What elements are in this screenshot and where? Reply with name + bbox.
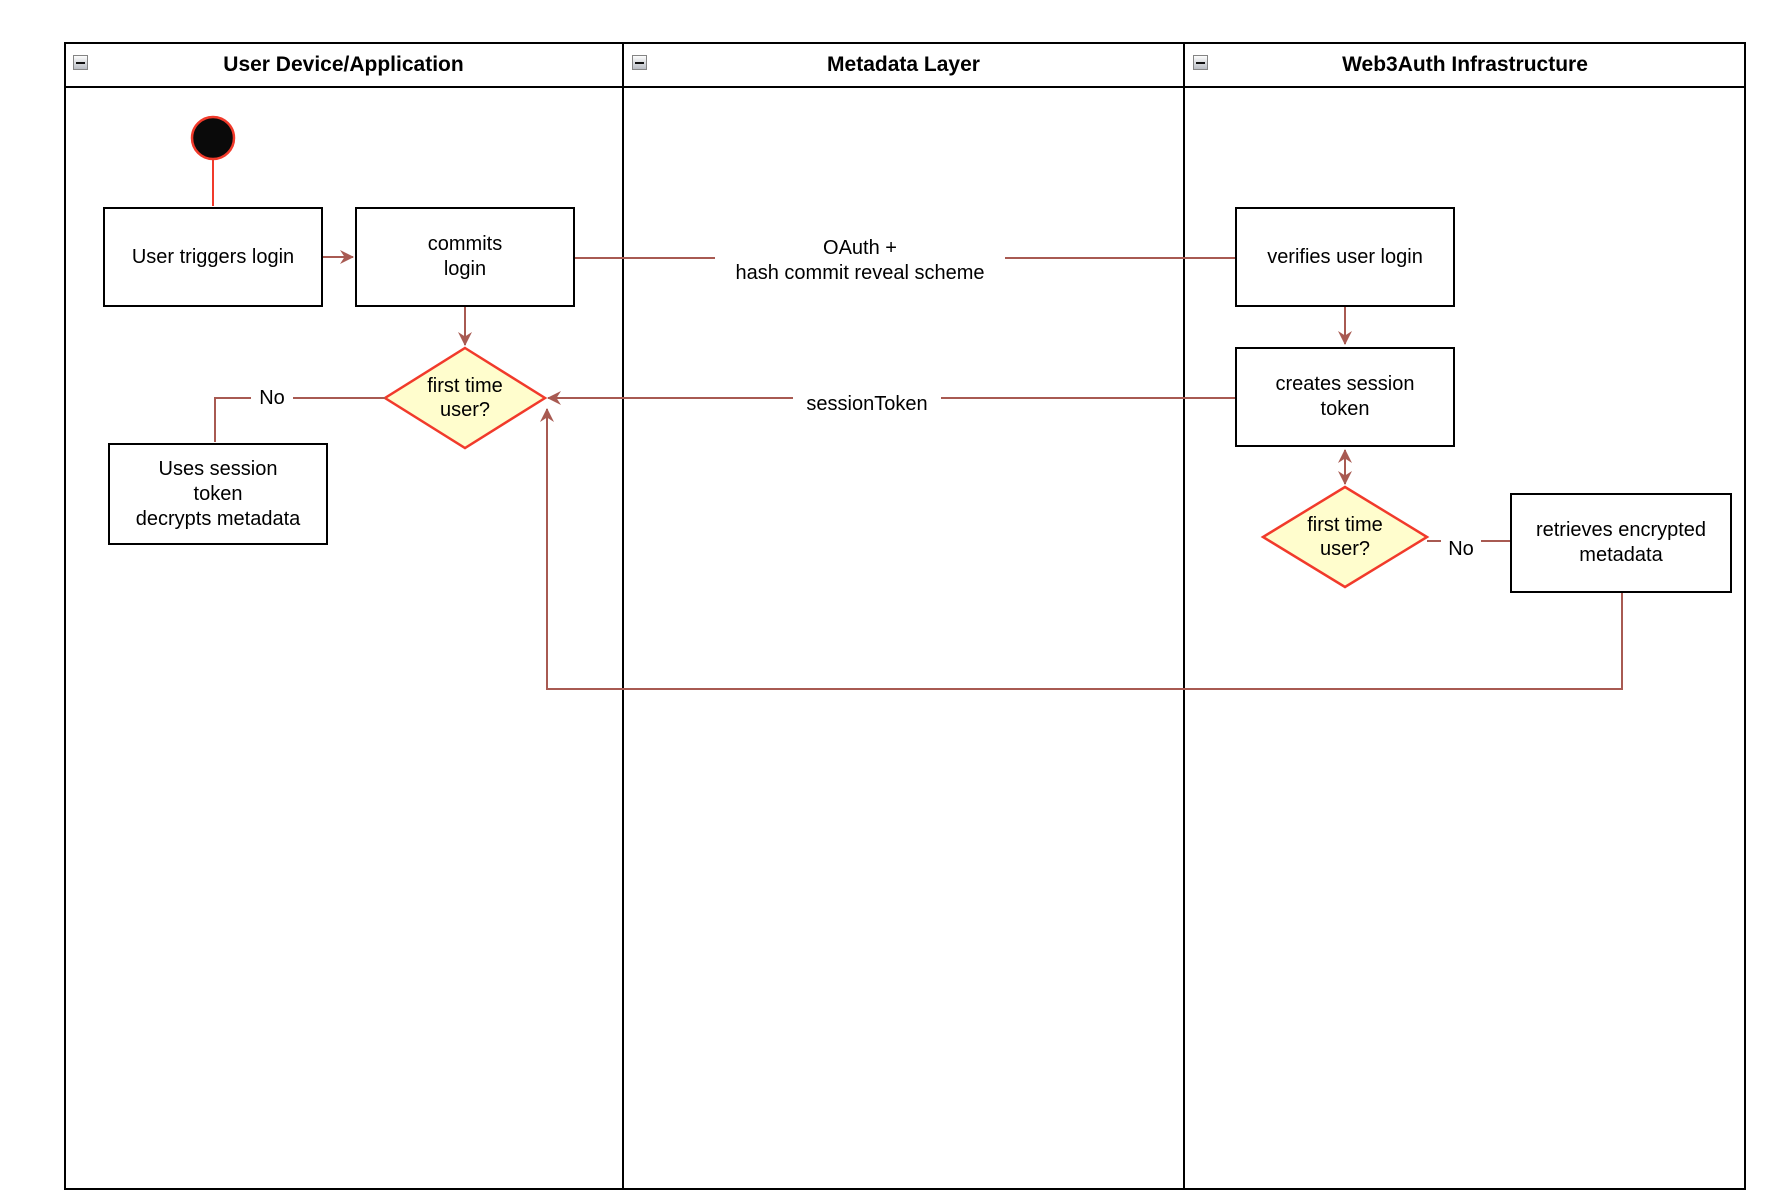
edge-feedback-to-device-decision — [540, 408, 1623, 690]
node-label: token — [1320, 398, 1370, 420]
edge-label-no-infra: No — [1441, 537, 1481, 561]
node-label: retrieves encrypted — [1535, 519, 1707, 541]
node-label: Uses session — [158, 457, 278, 480]
header-separator — [64, 86, 1746, 88]
node-label: commits — [427, 233, 503, 255]
decision-label-line: user? — [1319, 538, 1371, 560]
lane-title-metadata-layer: Metadata Layer — [827, 53, 980, 76]
node-label: decrypts metadata — [135, 507, 301, 530]
action-verifies-user-login[interactable]: verifies user login — [1235, 207, 1455, 307]
lane-header-user-device: User Device/Application — [64, 42, 623, 88]
node-label: creates session — [1275, 373, 1415, 395]
decision-label-line: first time — [1307, 514, 1383, 536]
action-creates-session-token[interactable]: creates session token — [1235, 347, 1455, 447]
node-label: token — [193, 482, 243, 505]
minus-icon — [76, 61, 85, 64]
decision-label-first-time-user-infra: first time user? — [1275, 511, 1415, 563]
action-retrieves-encrypted-metadata[interactable]: retrieves encrypted metadata — [1510, 493, 1732, 593]
node-label: login — [443, 258, 487, 280]
lane-collapse-button[interactable] — [1193, 55, 1208, 70]
lane-title-web3auth: Web3Auth Infrastructure — [1342, 53, 1588, 76]
edge-label-session-token: sessionToken — [793, 391, 941, 417]
lane-header-web3auth: Web3Auth Infrastructure — [1184, 42, 1746, 88]
lane-divider-1 — [622, 42, 624, 1190]
node-label: User triggers login — [131, 245, 295, 268]
lane-collapse-button[interactable] — [73, 55, 88, 70]
decision-first-time-user-infra[interactable] — [1260, 485, 1430, 589]
edge-label-line: OAuth + — [823, 237, 897, 259]
edge-label-line: hash commit reveal scheme — [735, 262, 985, 284]
lane-divider-2 — [1183, 42, 1185, 1190]
decision-first-time-user-device[interactable] — [382, 346, 548, 450]
diagram-frame — [64, 42, 1746, 1190]
edge-label-no-device: No — [251, 386, 293, 410]
node-label: verifies user login — [1267, 245, 1423, 268]
node-label: metadata — [1579, 544, 1663, 566]
minus-icon — [635, 61, 644, 64]
lane-title-user-device: User Device/Application — [223, 53, 464, 76]
lane-header-metadata-layer: Metadata Layer — [623, 42, 1184, 88]
decision-label-line: first time — [427, 375, 503, 397]
action-user-triggers-login[interactable]: User triggers login — [103, 207, 323, 307]
decision-label-first-time-user-device: first time user? — [395, 372, 535, 424]
minus-icon — [1196, 61, 1205, 64]
lane-collapse-button[interactable] — [632, 55, 647, 70]
initial-node[interactable] — [190, 115, 236, 161]
action-commits-login[interactable]: commits login — [355, 207, 575, 307]
edge-no-to-uses-session-token — [214, 397, 385, 442]
edge-label-oauth: OAuth + hash commit reveal scheme — [715, 236, 1005, 286]
decision-label-line: user? — [439, 399, 491, 421]
action-uses-session-token[interactable]: Uses session token decrypts metadata — [108, 443, 328, 545]
